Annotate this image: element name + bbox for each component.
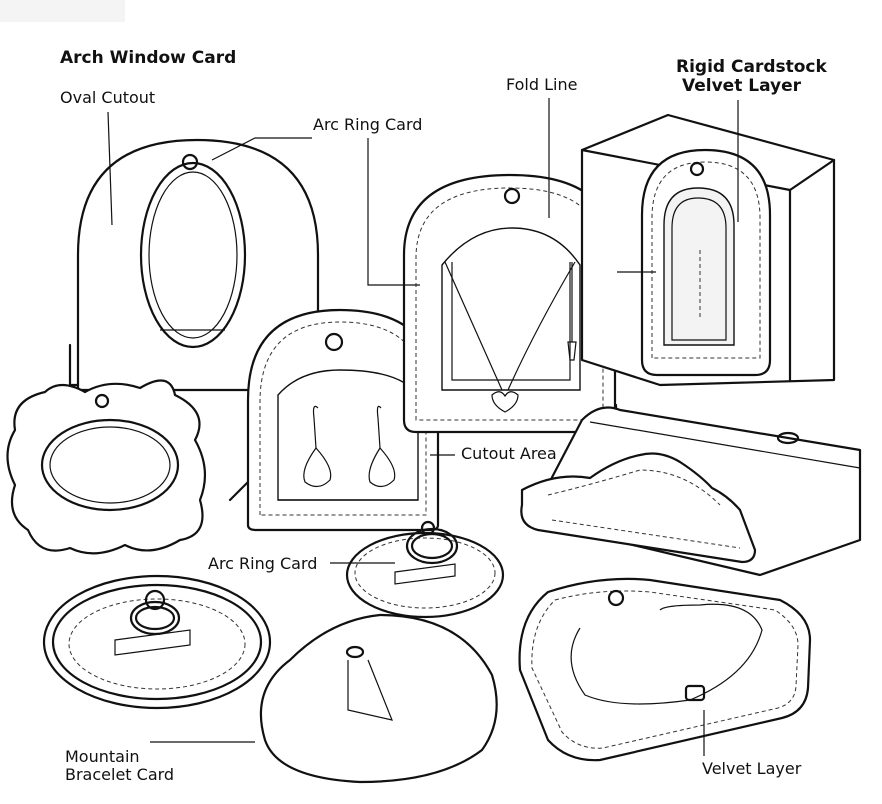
small-ring-card: [345, 520, 505, 619]
arch-window-card: [68, 138, 332, 392]
label-mountain: Mountain: [65, 747, 140, 766]
mountain-card: [259, 613, 498, 784]
velvet-pouch: [520, 406, 862, 577]
corner-smudge: [0, 0, 125, 22]
round-ring-card: [42, 574, 272, 710]
label-arch-window-card: Arch Window Card: [60, 48, 237, 68]
label-arc-ring-card-mid: Arc Ring Card: [208, 554, 318, 573]
label-fold-line: Fold Line: [506, 75, 578, 94]
necklace-arch-card: [402, 173, 618, 434]
label-velvet-layer-top: Velvet Layer: [682, 76, 802, 96]
label-cutout-area: Cutout Area: [461, 444, 557, 463]
label-rigid-cardstock: Rigid Cardstock: [676, 57, 827, 77]
label-arc-ring-card-top: Arc Ring Card: [313, 115, 423, 134]
label-oval-cutout: Oval Cutout: [60, 88, 156, 107]
earring-arch-card: [228, 308, 440, 532]
bracelet-card: [518, 577, 812, 762]
label-velvet-layer-bottom: Velvet Layer: [702, 759, 802, 778]
scalloped-oval-card: [6, 379, 207, 555]
label-bracelet-card: Bracelet Card: [65, 765, 175, 784]
leader-lines: [107, 98, 739, 756]
rigid-box: [580, 113, 836, 387]
